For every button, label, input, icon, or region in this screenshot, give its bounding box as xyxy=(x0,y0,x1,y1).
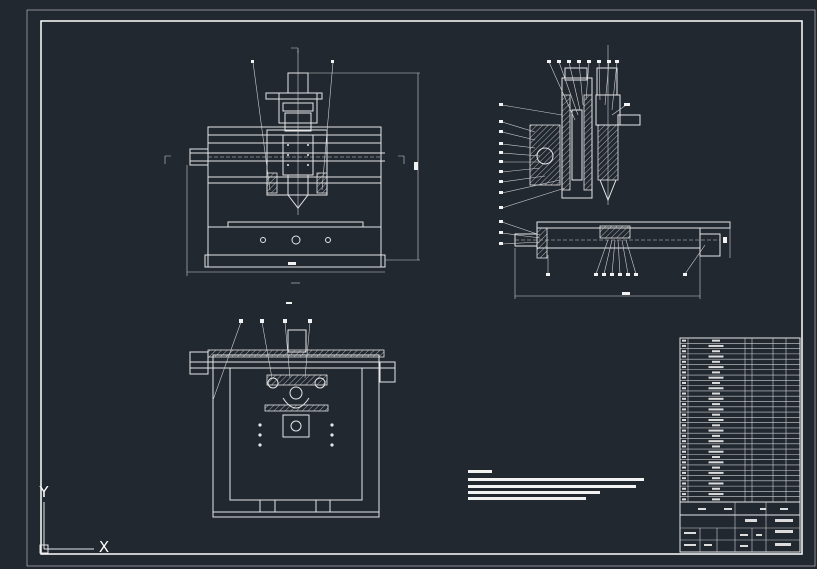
parts-list-entry xyxy=(712,445,720,448)
parts-list-index xyxy=(682,434,686,437)
parts-list-index xyxy=(682,440,686,443)
outer-frame xyxy=(26,9,816,567)
parts-list-entry xyxy=(712,477,720,480)
parts-list-index xyxy=(682,493,686,496)
ucs-x-label: X xyxy=(99,538,109,556)
parts-list-entry xyxy=(712,456,720,459)
parts-list-entry xyxy=(712,360,720,363)
parts-list-index xyxy=(682,471,686,474)
side-section-view[interactable] xyxy=(499,45,731,299)
parts-list-entry xyxy=(708,461,724,464)
parts-list-entry xyxy=(712,487,720,490)
parts-list-entry xyxy=(708,429,724,432)
parts-list-entry xyxy=(712,498,720,501)
parts-list-entry xyxy=(708,355,724,358)
parts-list-index xyxy=(682,376,686,379)
parts-list-index xyxy=(682,371,686,374)
parts-list-entry xyxy=(708,366,724,369)
top-view[interactable] xyxy=(189,302,396,518)
parts-list-entry xyxy=(708,397,724,400)
parts-list-index xyxy=(682,419,686,421)
parts-list-index xyxy=(682,381,686,384)
parts-list-index xyxy=(682,498,686,501)
parts-list-entry xyxy=(712,392,720,395)
parts-list-entry xyxy=(712,466,720,469)
parts-list-entry xyxy=(712,339,720,342)
parts-list-index xyxy=(682,397,686,400)
parts-list-index xyxy=(682,360,686,363)
parts-list-entry xyxy=(712,381,720,384)
parts-list-entry xyxy=(708,440,724,443)
parts-list-index xyxy=(682,413,686,416)
parts-list-entry xyxy=(708,471,724,474)
parts-list-index xyxy=(682,466,686,469)
parts-list-index xyxy=(682,429,686,432)
front-view[interactable] xyxy=(164,47,420,284)
parts-list-index xyxy=(682,339,686,342)
parts-list-index xyxy=(682,477,686,480)
parts-list-table[interactable] xyxy=(679,337,801,503)
parts-list-index xyxy=(682,482,686,485)
parts-list-entry xyxy=(712,434,720,437)
title-block[interactable] xyxy=(679,501,801,553)
parts-list-entry xyxy=(712,413,720,416)
parts-list-index xyxy=(682,392,686,395)
parts-list-entry xyxy=(708,482,724,485)
parts-list-entry xyxy=(708,493,724,496)
parts-list-entry xyxy=(708,408,724,411)
parts-list-index xyxy=(682,344,686,347)
parts-list-index xyxy=(682,487,686,490)
parts-list-entry xyxy=(708,376,724,379)
parts-list-index xyxy=(682,355,686,358)
parts-list-index xyxy=(682,450,686,453)
parts-list-entry xyxy=(708,344,724,347)
parts-list-index xyxy=(682,456,686,459)
parts-list-entry xyxy=(708,419,724,421)
parts-list-index xyxy=(682,403,686,406)
parts-list-index xyxy=(682,350,686,353)
parts-list-entry xyxy=(712,403,720,406)
technical-notes xyxy=(468,470,644,500)
parts-list-entry xyxy=(712,371,720,374)
parts-list-index xyxy=(682,424,686,427)
parts-list-entry xyxy=(708,387,724,390)
parts-list-index xyxy=(682,461,686,464)
parts-list-index xyxy=(682,387,686,390)
parts-list-entry xyxy=(712,350,720,353)
inner-frame xyxy=(40,20,803,555)
ucs-axis-icon: Y X xyxy=(38,483,109,556)
parts-list-entry xyxy=(712,424,720,427)
parts-list-entry xyxy=(708,450,724,453)
parts-list-index xyxy=(682,366,686,369)
parts-list-index xyxy=(682,445,686,448)
ucs-y-label: Y xyxy=(38,483,49,501)
parts-list-index xyxy=(682,408,686,411)
